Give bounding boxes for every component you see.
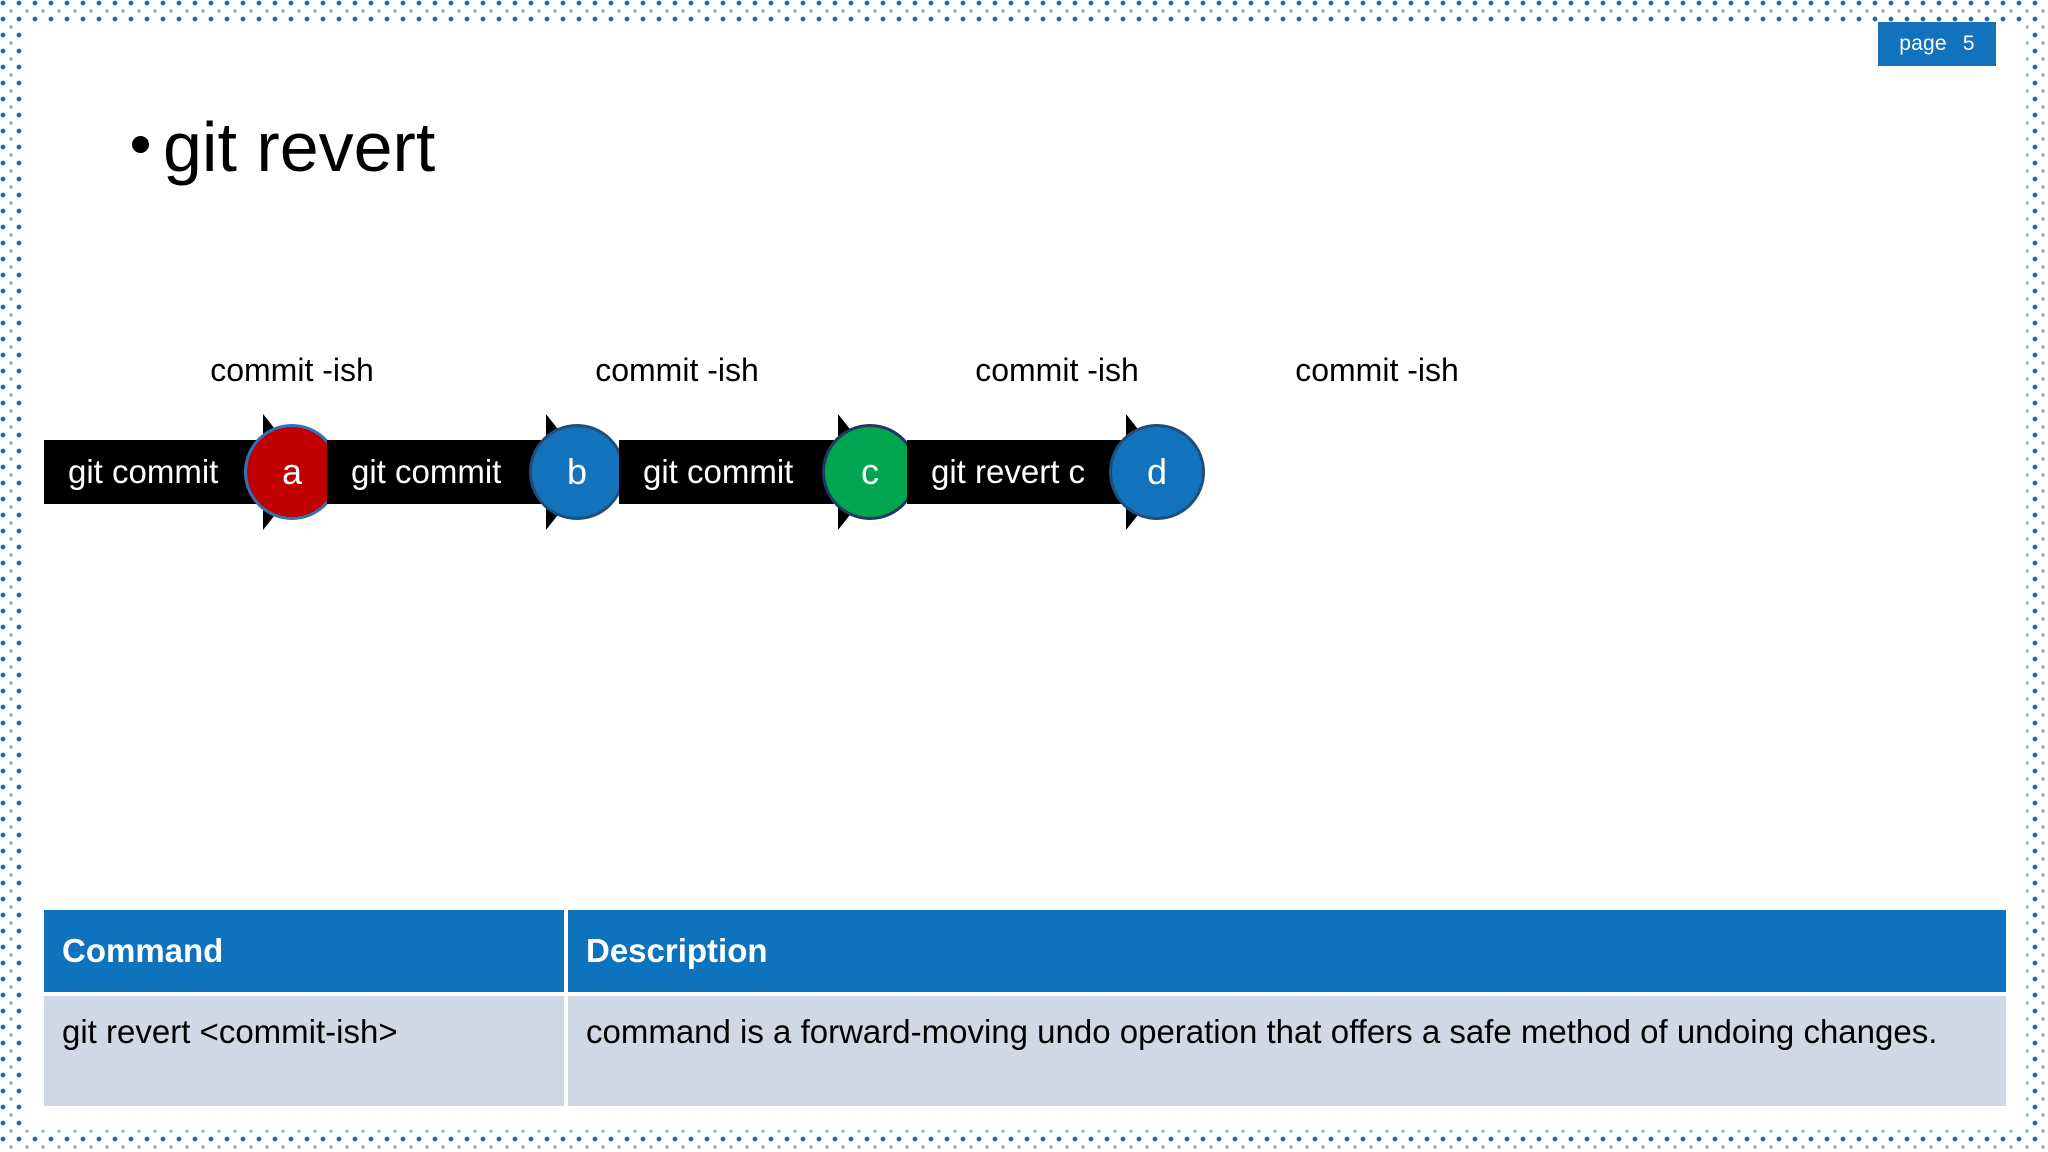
arrow-label-1: git commit [68, 453, 219, 490]
arrow-label-3: git commit [643, 453, 794, 490]
arrow-shaft [44, 440, 266, 504]
page-badge-label: page [1899, 32, 1947, 55]
arrow-label-2: git commit [351, 453, 502, 490]
page-title: git revert [132, 112, 435, 182]
commit-node-b-label: b [566, 451, 588, 492]
command-reference-table: Command Description git revert <commit-i… [44, 910, 2006, 1106]
arrow-shaft [619, 440, 841, 504]
slide-canvas: page 5 git revert commit -ish commit -is… [22, 22, 2026, 1130]
commit-ish-caption-c: commit -ish [975, 352, 1139, 388]
bullet-icon [132, 135, 149, 153]
commit-node-a-label: a [281, 451, 303, 492]
table-row: git revert <commit-ish> command is a for… [44, 996, 2006, 1106]
page-title-text: git revert [163, 108, 436, 186]
commit-node-d: d [1109, 424, 1205, 520]
table-cell-command: git revert <commit-ish> [62, 1013, 398, 1050]
arrow-label-4: git revert c [931, 453, 1086, 490]
table-header-description: Description [564, 910, 2006, 992]
table-header-command: Command [62, 932, 224, 969]
arrow-shaft [327, 440, 549, 504]
page-badge-number: 5 [1962, 32, 1975, 55]
commit-node-d-label: d [1146, 451, 1168, 492]
commit-node-c: c [822, 424, 918, 520]
commit-node-b: b [529, 424, 625, 520]
commit-node-c-label: c [861, 451, 879, 492]
commit-ish-caption-d: commit -ish [1295, 352, 1459, 388]
table-cell-description: command is a forward-moving undo operati… [564, 996, 2006, 1106]
table-header-row: Command Description [44, 910, 2006, 992]
commit-ish-caption-b: commit -ish [595, 352, 759, 388]
commit-ish-caption-a: commit -ish [210, 352, 374, 388]
git-revert-flow-diagram: commit -ish commit -ish commit -ish comm… [22, 352, 2026, 552]
commit-node-a: a [244, 424, 340, 520]
page-number-badge: page 5 [1878, 22, 1996, 66]
arrow-shaft [907, 440, 1129, 504]
